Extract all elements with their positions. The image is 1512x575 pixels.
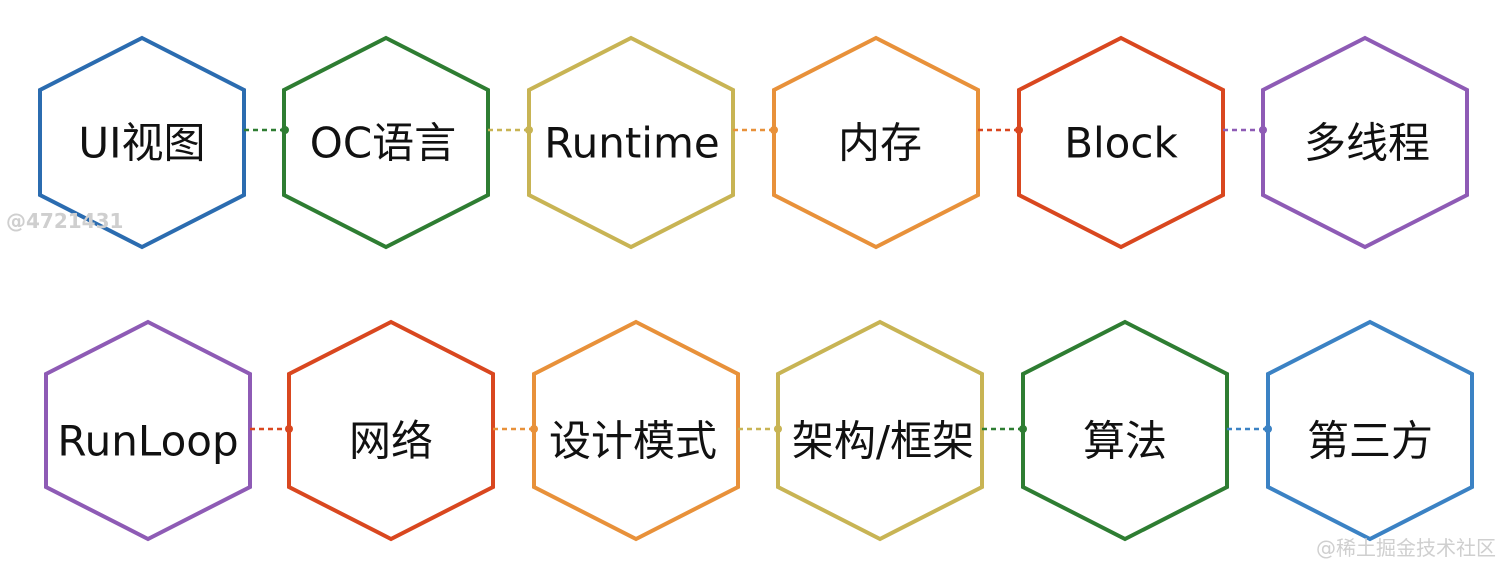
row-1: UI视图 OC语言 Runtime 内存 Block 多线程 — [38, 35, 1469, 250]
hex-node-runloop — [44, 319, 252, 542]
hex-node-algorithms — [1021, 319, 1229, 542]
node-label-algorithms: 算法 — [1083, 417, 1167, 466]
node-label-architecture: 架构/框架 — [792, 417, 974, 466]
hex-node-network — [287, 319, 495, 542]
node-label-third-party: 第三方 — [1307, 417, 1433, 466]
watermark-right: @稀土掘金技术社区 — [1316, 536, 1496, 560]
hex-node-third-party — [1266, 319, 1474, 542]
node-label-block: Block — [1064, 119, 1178, 168]
watermark-left: @4721431 — [6, 209, 123, 233]
hex-node-multithreading — [1261, 35, 1469, 250]
node-label-ui-view: UI视图 — [78, 119, 205, 168]
hex-node-block — [1017, 35, 1225, 250]
hex-node-memory — [772, 35, 980, 250]
hex-node-runtime — [527, 35, 735, 250]
hex-node-oc-language — [282, 35, 490, 250]
node-label-network: 网络 — [349, 417, 433, 466]
row-2: RunLoop 网络 设计模式 架构/框架 算法 第三方 — [44, 319, 1474, 542]
hex-node-design-patterns — [532, 319, 740, 542]
node-label-design-patterns: 设计模式 — [549, 417, 717, 466]
node-label-oc-language: OC语言 — [310, 119, 456, 168]
node-label-multithreading: 多线程 — [1304, 119, 1430, 168]
hex-node-ui-view — [38, 35, 246, 250]
node-label-memory: 内存 — [838, 119, 922, 168]
node-label-runloop: RunLoop — [57, 417, 238, 466]
hex-node-architecture — [776, 319, 984, 542]
node-label-runtime: Runtime — [544, 119, 719, 168]
